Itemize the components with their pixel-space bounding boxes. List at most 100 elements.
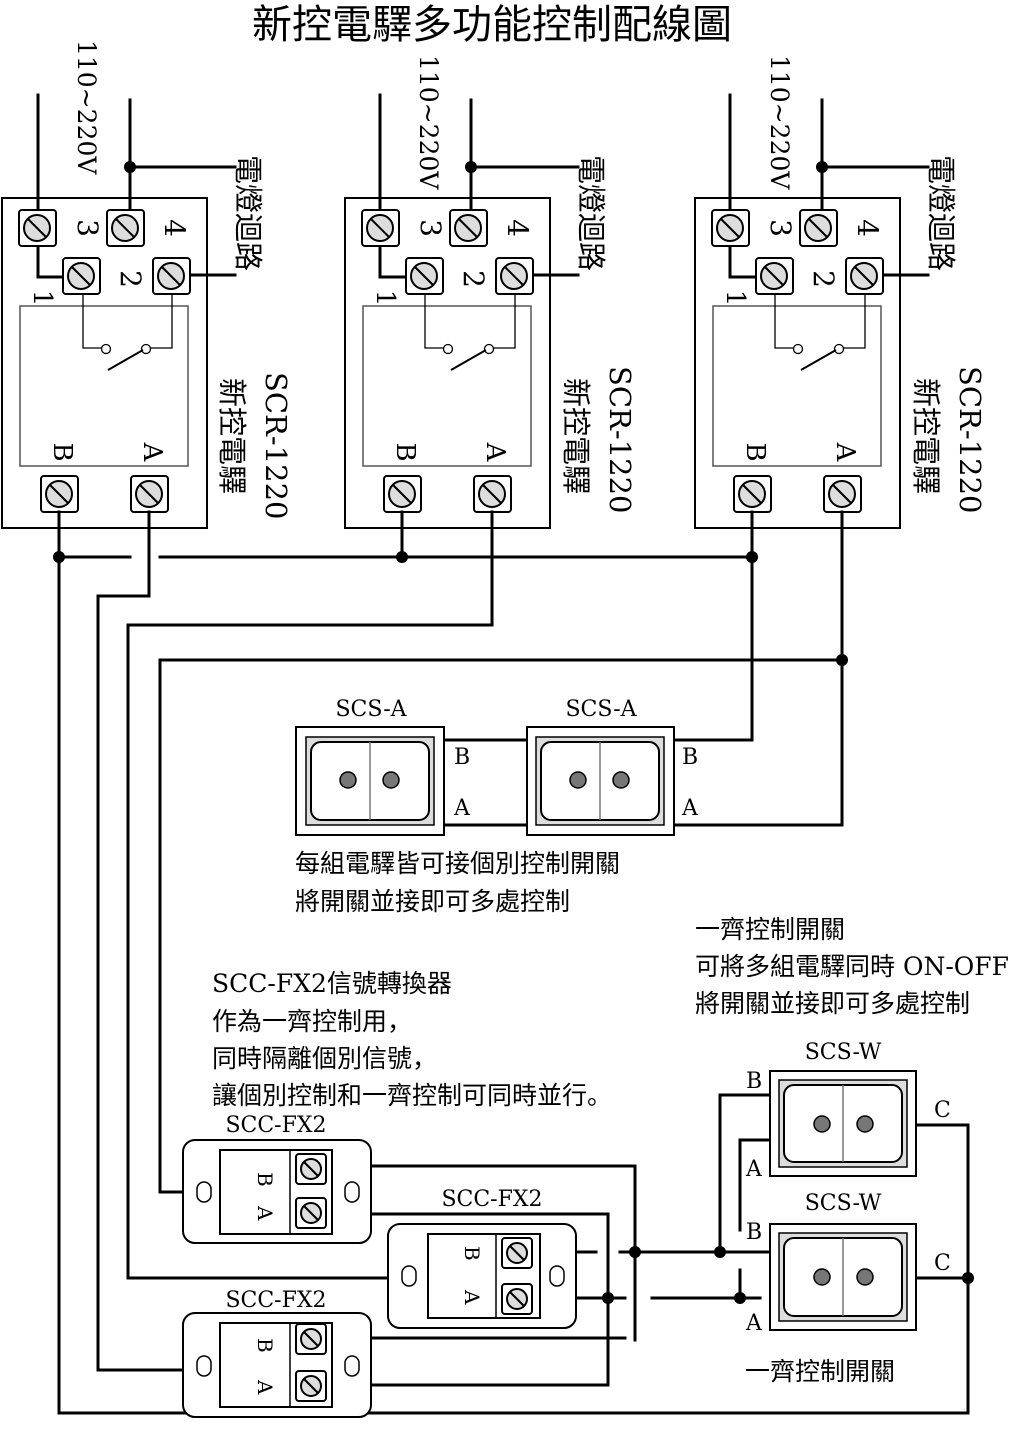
relay-model: SCR-1220 <box>259 372 293 520</box>
note-individual: 每組電驛皆可接個別控制開關 將開關並接即可多處控制 <box>295 849 620 916</box>
terminal-screw-icon <box>823 475 862 513</box>
svg-text:SCS-W: SCS-W <box>805 1040 882 1065</box>
terminal-screw-icon <box>106 209 145 247</box>
terminal-screw-icon <box>845 257 884 295</box>
svg-text:SCC-FX2: SCC-FX2 <box>441 1187 542 1212</box>
relay-3: 3 4 1 2 B A 110~220V 電燈迴路 新控電驛 SCR-1220 <box>694 55 987 529</box>
svg-text:3: 3 <box>71 219 104 237</box>
terminal-screw-icon <box>501 1283 533 1315</box>
svg-text:SCC-FX2信號轉換器: SCC-FX2信號轉換器 <box>212 969 452 998</box>
svg-text:A: A <box>253 1205 277 1221</box>
svg-text:A: A <box>480 442 510 463</box>
svg-text:2: 2 <box>457 270 490 288</box>
scc-fx2-converter-1: SCC-FX2 B A <box>182 1113 372 1244</box>
scs-a-switch-1: SCS-A B A <box>295 697 471 836</box>
terminal-screw-icon <box>711 209 750 247</box>
svg-text:3: 3 <box>414 219 447 237</box>
relay-name: 新控電驛 <box>215 378 249 494</box>
terminal-screw-icon <box>40 475 79 513</box>
svg-text:4: 4 <box>851 219 884 237</box>
terminal-screw-icon <box>383 475 422 513</box>
note-group: 一齊控制開關 可將多組電驛同時 ON-OFF 將開關並接即可多處控制 <box>695 915 1009 1018</box>
svg-text:1: 1 <box>370 290 400 307</box>
svg-text:A: A <box>453 796 471 821</box>
svg-text:一齊控制開關: 一齊控制開關 <box>695 915 845 944</box>
svg-text:將開關並接即可多處控制: 將開關並接即可多處控制 <box>295 887 570 916</box>
svg-text:SCS-W: SCS-W <box>805 1191 882 1216</box>
terminal-screw-icon <box>295 1197 327 1229</box>
svg-text:B: B <box>682 745 698 770</box>
svg-text:B: B <box>746 1069 762 1094</box>
scs-a-switch-2: SCS-A B A <box>526 697 699 836</box>
terminal-screw-icon <box>62 257 101 295</box>
svg-text:可將多組電驛同時 ON-OFF: 可將多組電驛同時 ON-OFF <box>695 952 1009 981</box>
svg-text:A: A <box>253 1379 277 1395</box>
group-switch-caption: 一齊控制開關 <box>745 1357 895 1386</box>
svg-text:B: B <box>460 1246 484 1261</box>
terminal-screw-icon <box>755 257 794 295</box>
relay-name: 新控電驛 <box>909 378 943 494</box>
svg-text:SCC-FX2: SCC-FX2 <box>225 1288 326 1313</box>
svg-text:A: A <box>137 442 167 463</box>
svg-text:B: B <box>390 442 420 461</box>
svg-text:B: B <box>253 1338 277 1353</box>
terminal-screw-icon <box>295 1153 327 1185</box>
svg-text:3: 3 <box>764 219 797 237</box>
terminal-screw-icon <box>449 209 488 247</box>
svg-text:A: A <box>460 1289 484 1305</box>
svg-text:A: A <box>745 1157 763 1182</box>
terminal-screw-icon <box>405 257 444 295</box>
svg-text:A: A <box>830 442 860 463</box>
svg-text:1: 1 <box>720 290 750 307</box>
supply-label: 110~220V <box>414 55 443 190</box>
terminal-screw-icon <box>501 1237 533 1269</box>
svg-text:B: B <box>454 745 470 770</box>
terminal-screw-icon <box>18 209 57 247</box>
svg-text:2: 2 <box>114 270 147 288</box>
terminal-screw-icon <box>130 475 169 513</box>
svg-text:A: A <box>745 1311 763 1336</box>
terminal-screw-icon <box>295 1323 327 1355</box>
terminal-screw-icon <box>152 257 191 295</box>
svg-text:作為一齊控制用，: 作為一齊控制用， <box>212 1007 412 1036</box>
svg-text:B: B <box>746 1220 762 1245</box>
svg-text:4: 4 <box>501 219 534 237</box>
scc-fx2-converter-2: SCC-FX2 B A <box>387 1187 577 1329</box>
supply-label: 110~220V <box>765 55 794 190</box>
terminal-screw-icon <box>295 1370 327 1402</box>
svg-text:將開關並接即可多處控制: 將開關並接即可多處控制 <box>695 989 970 1018</box>
svg-text:每組電驛皆可接個別控制開關: 每組電驛皆可接個別控制開關 <box>295 849 620 878</box>
svg-text:2: 2 <box>807 270 840 288</box>
svg-text:B: B <box>740 442 770 461</box>
svg-text:C: C <box>934 1098 951 1123</box>
terminal-screw-icon <box>799 209 838 247</box>
svg-text:1: 1 <box>27 290 57 307</box>
note-fx2: SCC-FX2信號轉換器 作為一齊控制用， 同時隔離個別信號， 讓個別控制和一齊… <box>212 969 612 1110</box>
relay-1: 3 4 1 2 B A 110~220V 電燈迴路 新控電驛 SCR-1220 <box>1 40 293 529</box>
lamp-circuit-label: 電燈迴路 <box>574 155 608 271</box>
supply-label: 110~220V <box>72 40 101 175</box>
svg-text:同時隔離個別信號，: 同時隔離個別信號， <box>212 1044 437 1073</box>
svg-text:讓個別控制和一齊控制可同時並行。: 讓個別控制和一齊控制可同時並行。 <box>212 1081 612 1110</box>
terminal-screw-icon <box>733 475 772 513</box>
terminal-screw-icon <box>495 257 534 295</box>
lamp-circuit-label: 電燈迴路 <box>231 155 265 271</box>
scc-fx2-converter-3: SCC-FX2 B A <box>182 1288 372 1418</box>
svg-text:4: 4 <box>158 219 191 237</box>
svg-text:B: B <box>47 442 77 461</box>
svg-text:SCS-A: SCS-A <box>335 697 407 722</box>
relay-2: 3 4 1 2 B A 110~220V 電燈迴路 新控電驛 SCR-1220 <box>344 55 637 529</box>
relay-name: 新控電驛 <box>559 378 593 494</box>
terminal-screw-icon <box>473 475 512 513</box>
svg-text:SCC-FX2: SCC-FX2 <box>225 1113 326 1138</box>
diagram-title: 新控電驛多功能控制配線圖 <box>252 2 732 48</box>
relay-model: SCR-1220 <box>603 366 637 514</box>
wiring <box>53 510 974 1415</box>
lamp-circuit-label: 電燈迴路 <box>924 155 958 271</box>
scs-w-switch-1: SCS-W B A C <box>745 1040 951 1182</box>
relay-model: SCR-1220 <box>953 366 987 514</box>
svg-text:SCS-A: SCS-A <box>565 697 637 722</box>
scs-w-switch-2: SCS-W B A C <box>745 1191 951 1336</box>
terminal-screw-icon <box>361 209 400 247</box>
